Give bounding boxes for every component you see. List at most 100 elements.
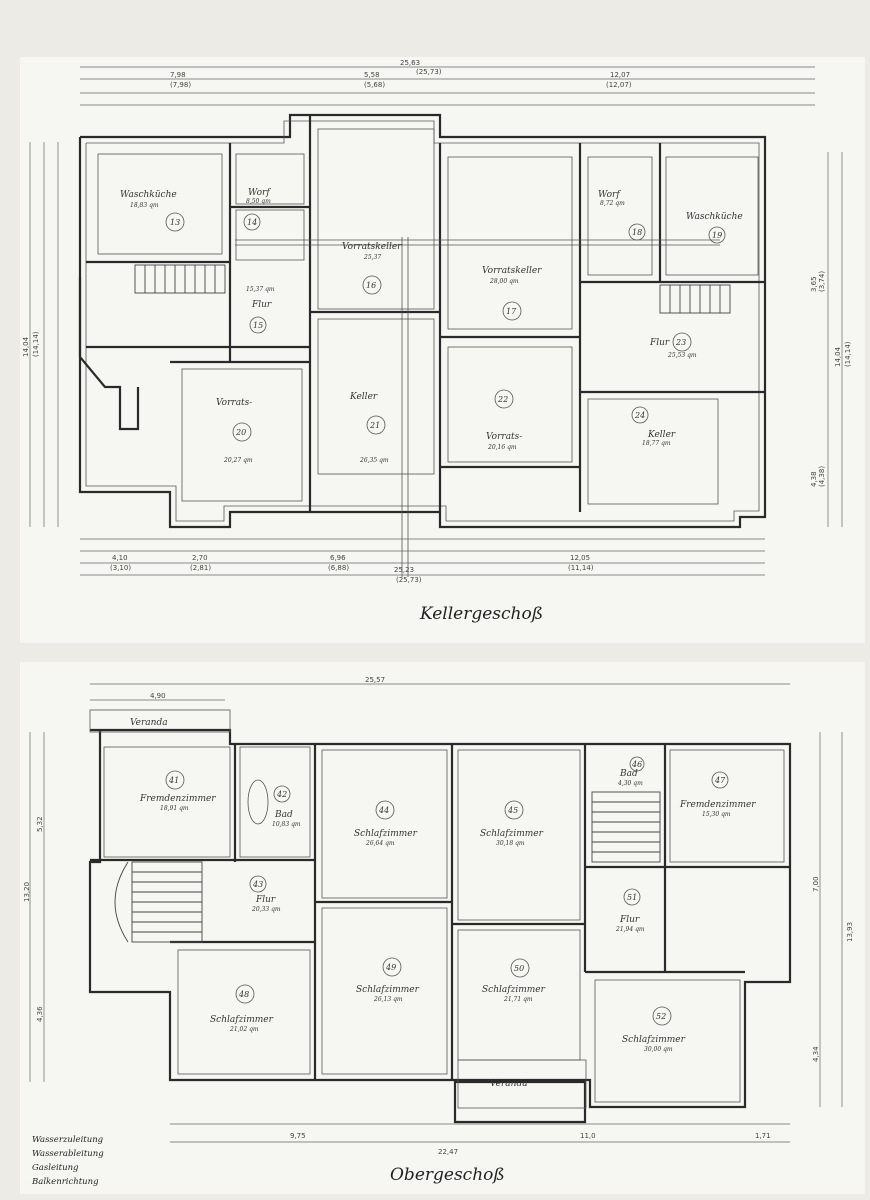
basement-plan-drawing: 25,63 (25,73) 7,98 (7,98) 5,58 (5,68) 12…	[22, 59, 852, 624]
svg-text:24: 24	[634, 411, 645, 420]
basement-room-14: 14 Worf 8,50 qm	[243, 188, 271, 231]
basement-title: Kellergeschoß	[419, 604, 543, 624]
svg-text:26,35 qm: 26,35 qm	[359, 457, 389, 464]
svg-text:43: 43	[252, 880, 263, 889]
basement-room-20: 20 Vorrats- 20,27 qm	[216, 398, 253, 464]
svg-text:30,18 qm: 30,18 qm	[496, 840, 525, 847]
svg-text:25,37: 25,37	[363, 254, 381, 261]
svg-text:Schlafzimmer: Schlafzimmer	[356, 985, 420, 995]
upper-room-48: 48 Schlafzimmer 21,02 qm	[210, 984, 274, 1033]
dim-right-side: 14,04	[834, 346, 842, 367]
svg-text:Schlafzimmer: Schlafzimmer	[622, 1035, 686, 1045]
upper-room-41: 41 Fremdenzimmer 18,91 qm	[139, 770, 216, 812]
svg-text:46: 46	[631, 760, 642, 769]
svg-text:14: 14	[247, 218, 257, 227]
svg-text:18,77 qm: 18,77 qm	[642, 440, 671, 447]
upper-room-47: 47 Fremdenzimmer 15,30 qm	[679, 771, 756, 818]
svg-text:Vorrats-: Vorrats-	[486, 432, 522, 442]
veranda-top	[89, 709, 231, 733]
svg-text:21,71 qm: 21,71 qm	[503, 996, 533, 1003]
svg-text:8,72 qm: 8,72 qm	[600, 200, 625, 207]
svg-text:44: 44	[378, 806, 389, 815]
basement-room-19: 19 Waschküche	[686, 212, 743, 244]
dim-bottom-c: 6,96	[330, 554, 346, 562]
dim-upper-bottom-b: 11,0	[580, 1132, 596, 1140]
basement-room-24: 24 Keller 18,77 qm	[631, 406, 676, 447]
basement-room-15: 15 Flur 15,37 qm	[246, 286, 275, 334]
bathtub	[247, 779, 269, 825]
svg-text:30,00 qm: 30,00 qm	[644, 1046, 673, 1053]
dim-total-width: 25,63	[400, 59, 420, 67]
dim-left-side-alt: (14,14)	[32, 331, 40, 357]
basement-room-16: 16 Vorratskeller 25,37	[342, 242, 402, 295]
svg-text:18,91 qm: 18,91 qm	[160, 805, 189, 812]
dim-total-width-alt: (25,73)	[416, 68, 442, 76]
dim-upper-bottom-total: 22,47	[438, 1148, 458, 1156]
svg-text:Schlafzimmer: Schlafzimmer	[482, 985, 546, 995]
dim-bottom-a-alt: (3,10)	[110, 564, 131, 572]
svg-text:8,50 qm: 8,50 qm	[246, 198, 271, 205]
upper-room-46: 46 Bad 4,30 qm	[617, 756, 645, 787]
basement-room-22: 22 Vorrats- 20,16 qm	[486, 389, 522, 451]
upper-floor-title: Obergeschoß	[390, 1165, 505, 1185]
svg-text:Flur: Flur	[649, 338, 670, 348]
svg-text:48: 48	[238, 990, 249, 999]
svg-text:15,30 qm: 15,30 qm	[702, 811, 731, 818]
legend-water-supply: Wasserzuleitung	[32, 1135, 104, 1145]
legend-beam-direction: Balkenrichtung	[31, 1177, 99, 1187]
svg-text:10,83 qm: 10,83 qm	[272, 821, 301, 828]
dim-right-width-alt: (12,07)	[606, 81, 632, 89]
svg-text:Bad: Bad	[619, 769, 638, 779]
dim-mid-width-alt: (5,68)	[364, 81, 385, 89]
svg-text:52: 52	[656, 1012, 666, 1021]
dim-right-a-alt: (3,74)	[818, 271, 826, 292]
dim-left-width: 7,98	[170, 71, 186, 79]
dim-left-width-alt: (7,98)	[170, 81, 191, 89]
svg-text:20: 20	[235, 428, 246, 437]
svg-text:51: 51	[627, 893, 637, 902]
svg-text:17: 17	[506, 307, 517, 316]
dim-bottom-d-alt: (11,14)	[568, 564, 594, 572]
legend: Wasserzuleitung Wasserableitung Gasleitu…	[31, 1135, 104, 1187]
svg-text:28,00 qm: 28,00 qm	[489, 278, 519, 285]
dim-right-a: 3,65	[810, 276, 818, 292]
svg-text:50: 50	[514, 964, 524, 973]
veranda-bottom-label: Veranda	[490, 1079, 528, 1089]
upper-stairs-left	[114, 861, 203, 943]
svg-text:49: 49	[385, 963, 396, 972]
veranda-top-label: Veranda	[130, 718, 168, 728]
dim-upper-total-width: 25,57	[365, 676, 385, 684]
dim-bottom-total: 25,23	[394, 566, 414, 574]
svg-text:18,83 qm: 18,83 qm	[130, 202, 159, 209]
svg-text:42: 42	[276, 790, 287, 799]
upper-room-43: 43 Flur 20,33 qm	[249, 875, 281, 913]
upper-stairs-right	[591, 791, 661, 863]
legend-water-drain: Wasserableitung	[32, 1149, 104, 1159]
svg-text:Schlafzimmer: Schlafzimmer	[354, 829, 418, 839]
upper-room-49: 49 Schlafzimmer 26,13 qm	[356, 957, 420, 1003]
dim-bottom-b-alt: (2,81)	[190, 564, 211, 572]
basement-room-13: 13 Waschküche 18,83 qm	[120, 190, 185, 232]
dim-upper-right-height: 13,93	[846, 922, 854, 942]
dim-left-side: 14,04	[22, 336, 30, 357]
svg-text:26,13 qm: 26,13 qm	[373, 996, 403, 1003]
upper-floor-plan-drawing: 25,57 4,90 13,20 5,32 4,36 13,93 7,00 4,…	[23, 676, 854, 1187]
svg-text:21,02 qm: 21,02 qm	[229, 1026, 259, 1033]
svg-text:4,30 qm: 4,30 qm	[617, 780, 643, 787]
dim-bottom-c-alt: (6,88)	[328, 564, 349, 572]
svg-text:Flur: Flur	[255, 895, 276, 905]
svg-text:15: 15	[253, 321, 263, 330]
dim-right-width: 12,07	[610, 71, 630, 79]
svg-text:19: 19	[712, 231, 722, 240]
dim-mid-width: 5,58	[364, 71, 380, 79]
basement-room-17: 17 Vorratskeller 28,00 qm	[482, 266, 542, 321]
svg-text:Schlafzimmer: Schlafzimmer	[480, 829, 544, 839]
svg-text:20,33 qm: 20,33 qm	[251, 906, 281, 913]
svg-text:21,94 qm: 21,94 qm	[615, 926, 645, 933]
svg-text:Vorrats-: Vorrats-	[216, 398, 252, 408]
svg-text:47: 47	[714, 776, 726, 785]
upper-room-50: 50 Schlafzimmer 21,71 qm	[482, 958, 546, 1003]
svg-text:45: 45	[507, 806, 518, 815]
dim-upper-left-a: 5,32	[36, 816, 44, 832]
upper-floor-plan-panel: 25,57 4,90 13,20 5,32 4,36 13,93 7,00 4,…	[20, 662, 865, 1194]
